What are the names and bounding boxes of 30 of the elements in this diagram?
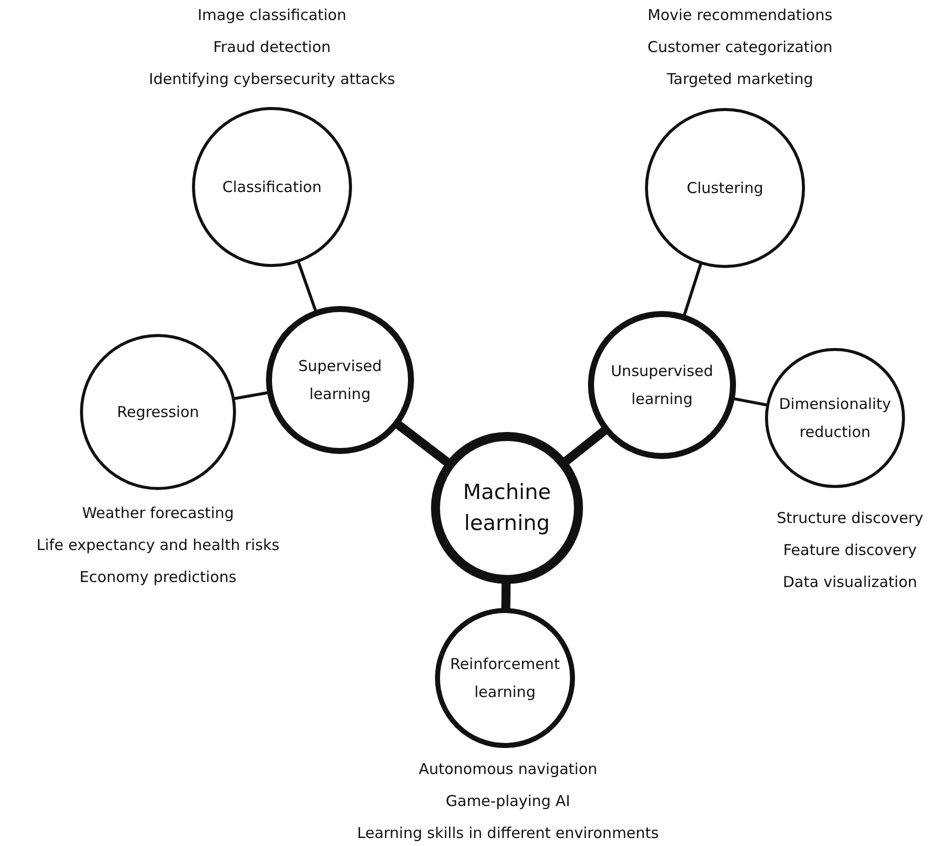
example-text: Image classification <box>198 6 346 24</box>
concept-label: Reinforcement learning <box>449 654 561 703</box>
connector-line <box>682 262 702 316</box>
connector-line <box>234 391 268 400</box>
connector-line <box>501 582 511 610</box>
connector-line <box>733 397 768 407</box>
example-text: Targeted marketing <box>666 70 814 88</box>
example-text: Structure discovery <box>776 509 924 527</box>
example-text: Identifying cybersecurity attacks <box>148 70 396 88</box>
concept-label: Classification <box>221 176 323 198</box>
example-text: Economy predictions <box>80 568 236 586</box>
example-text: Learning skills in different environments <box>357 824 659 842</box>
concept-label: Clustering <box>686 178 764 199</box>
example-text: Data visualization <box>782 573 918 591</box>
example-text: Life expectancy and health risks <box>36 536 280 554</box>
connector-line <box>395 420 450 466</box>
example-text: Autonomous navigation <box>418 760 598 778</box>
connector-line <box>296 261 318 312</box>
example-text: Feature discovery <box>783 541 917 559</box>
example-text: Customer categorization <box>648 38 832 56</box>
concept-label: Unsupervised learning <box>610 360 714 410</box>
concept-label: Supervised learning <box>297 356 383 405</box>
connector-line <box>562 426 608 465</box>
example-text: Weather forecasting <box>82 504 234 522</box>
example-text: Game-playing AI <box>446 792 570 810</box>
example-text: Movie recommendations <box>648 6 832 24</box>
example-text: Fraud detection <box>213 38 331 56</box>
concept-label: Regression <box>116 402 200 423</box>
concept-label: Machine learning <box>462 478 552 537</box>
concept-label: Dimensionality reduction <box>778 394 892 443</box>
